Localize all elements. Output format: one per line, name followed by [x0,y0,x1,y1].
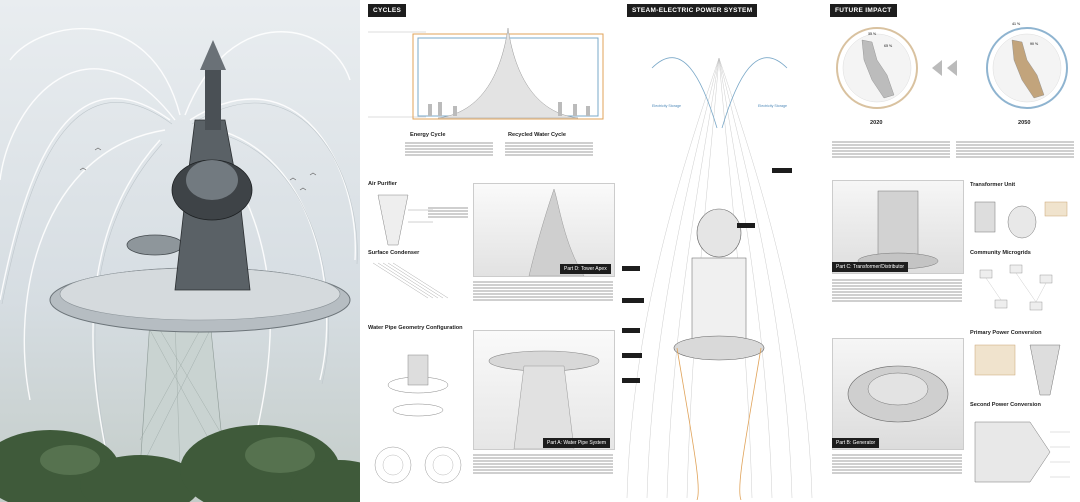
primary-power-diagram [974,344,1061,396]
microgrid-links [985,272,1047,303]
progress-arrows [932,60,957,76]
purifier-funnel [377,194,409,246]
transformer-body [877,190,919,262]
steam-base-ring [673,335,765,361]
transformer-image [832,180,964,274]
apex-shape [528,188,585,277]
steam-return-left [676,347,699,500]
surface-condenser-diagram [372,262,449,299]
transformer-unit-coil [1007,205,1037,239]
percent-2050-b: 90 % [1030,42,1039,46]
cycles-header: CYCLES [368,4,407,17]
year-2050-label: 2050 [1018,120,1031,126]
primary-power-funnel [1029,344,1061,396]
part-a-text [473,453,613,493]
secondary-power-title: Second Power Conversion [970,402,1041,408]
transformer-unit-box [974,201,996,233]
future-impact-maps [836,27,1068,109]
secondary-power-unit [974,421,1051,483]
cycles-trees [428,102,590,116]
steam-arrow-right [721,57,788,129]
tower-render-svg [0,28,360,502]
air-purifier-note [428,206,468,228]
percent-2020-a: 35 % [868,32,877,36]
steam-return-right [739,347,762,500]
transformer-svg [857,190,939,270]
microgrid-houses [979,264,1053,311]
steam-power-header: STEAM-ELECTRIC POWER SYSTEM [627,4,758,17]
spire-tip [200,40,226,70]
steam-core-housing [691,257,747,349]
part-d-label: Part D: Tower Apex [560,264,611,274]
electricity-storage-right: Electricity Storage [758,104,787,108]
surface-condenser-title: Surface Condenser [368,250,420,256]
condenser-lines [372,262,449,299]
pipe-ring-bottom [392,403,444,417]
cycles-chart [368,27,604,120]
generator-image [832,338,964,450]
energy-cycle-title: Energy Cycle [410,132,446,138]
pattern-circle-left [374,446,412,484]
primary-power-title: Primary Power Conversion [970,330,1042,336]
primary-power-note-box [974,344,1016,376]
generator-svg [847,365,949,423]
part-c-text [832,278,962,328]
water-pipe-diagram [374,354,462,484]
cycles-tower-silhouette [437,27,579,119]
future-impact-text-right [956,140,1074,172]
future-impact-text-left [832,140,950,172]
part-a-label: Part A: Water Pipe System [543,438,611,448]
part-d-text [473,280,613,320]
future-impact-header: FUTURE IMPACT [830,4,897,17]
state-map-2050 [1011,39,1045,99]
air-purifier-title: Air Purifier [368,181,397,187]
energy-cycle-text [405,141,493,166]
transformer-unit-title: Transformer Unit [970,182,1016,188]
part-b-text [832,453,962,498]
small-disc [126,234,184,256]
part-c-label: Part C: Transformer/Distributor [832,262,909,272]
electricity-storage-left: Electricity Storage [652,104,681,108]
secondary-power-lines [1050,431,1070,478]
water-pipe-config-title: Water Pipe Geometry Configuration [368,325,463,331]
water-pipe-image [473,330,615,450]
tower-render [0,0,360,502]
steam-callouts [622,168,792,383]
tower-apex-image [473,183,615,277]
steam-dome [696,208,742,258]
percent-2020-b: 65 % [884,44,893,48]
pattern-circle-left-inner [382,454,404,476]
steam-system-diagram [622,57,813,500]
transformer-unit-tag [1044,201,1068,217]
secondary-power-diagram [974,421,1070,483]
pipe-stack [407,354,429,386]
ring-2050 [986,27,1068,109]
air-purifier-diagram [377,194,433,246]
water-cycle-text [505,141,593,166]
birds [79,147,317,191]
tower-apex-svg [528,188,585,277]
steam-arrow-left [651,57,718,129]
microgrid-diagram [979,264,1053,311]
community-microgrids-title: Community Microgrids [970,250,1031,256]
year-2020-label: 2020 [870,120,883,126]
generator-highlight [186,160,238,200]
pipe-body [513,365,575,450]
steam-flow-lines [626,57,813,499]
forest-highlights [40,437,315,475]
water-cycle-title: Recycled Water Cycle [508,132,566,138]
part-b-label: Part B: Generator [832,438,880,448]
ring-2020 [836,27,918,109]
generator-rotor [867,372,929,406]
water-pipe-svg [488,350,600,450]
pattern-circle-right [424,446,462,484]
percent-2050-a: 41 % [1012,22,1021,26]
transformer-unit-diagram [974,201,1068,239]
pattern-circle-right-inner [432,454,454,476]
tower-spire [205,70,221,130]
state-map-2020 [861,39,895,99]
